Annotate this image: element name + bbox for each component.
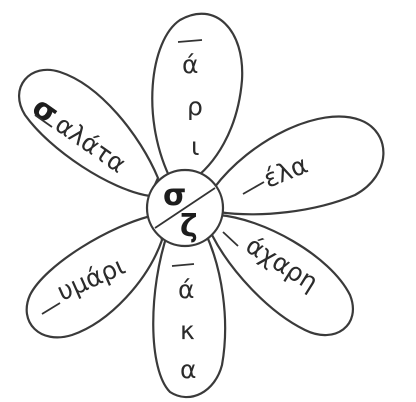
petal-bottom: ά κ α	[153, 232, 225, 397]
petal-bottom-right: άχαρη	[212, 215, 353, 335]
petal-top-letter-1: ά	[182, 50, 198, 79]
petal-top-right: έλα	[214, 116, 383, 214]
petal-top-left: σ αλάτα	[19, 70, 158, 196]
flower-center: σ ζ	[147, 170, 223, 246]
petal-bottom-letter-2: κ	[180, 316, 195, 345]
petal-top: ά ρ ι	[152, 14, 242, 182]
petal-left: υμάρι	[27, 215, 162, 337]
center-bottom-letter: ζ	[180, 209, 198, 244]
petal-top-letter-2: ρ	[187, 92, 203, 121]
petal-bottom-letter-3: α	[180, 355, 196, 384]
petal-bottom-letter-1: ά	[178, 275, 194, 304]
center-top-letter: σ	[163, 178, 186, 213]
petal-top-letter-3: ι	[191, 132, 199, 161]
